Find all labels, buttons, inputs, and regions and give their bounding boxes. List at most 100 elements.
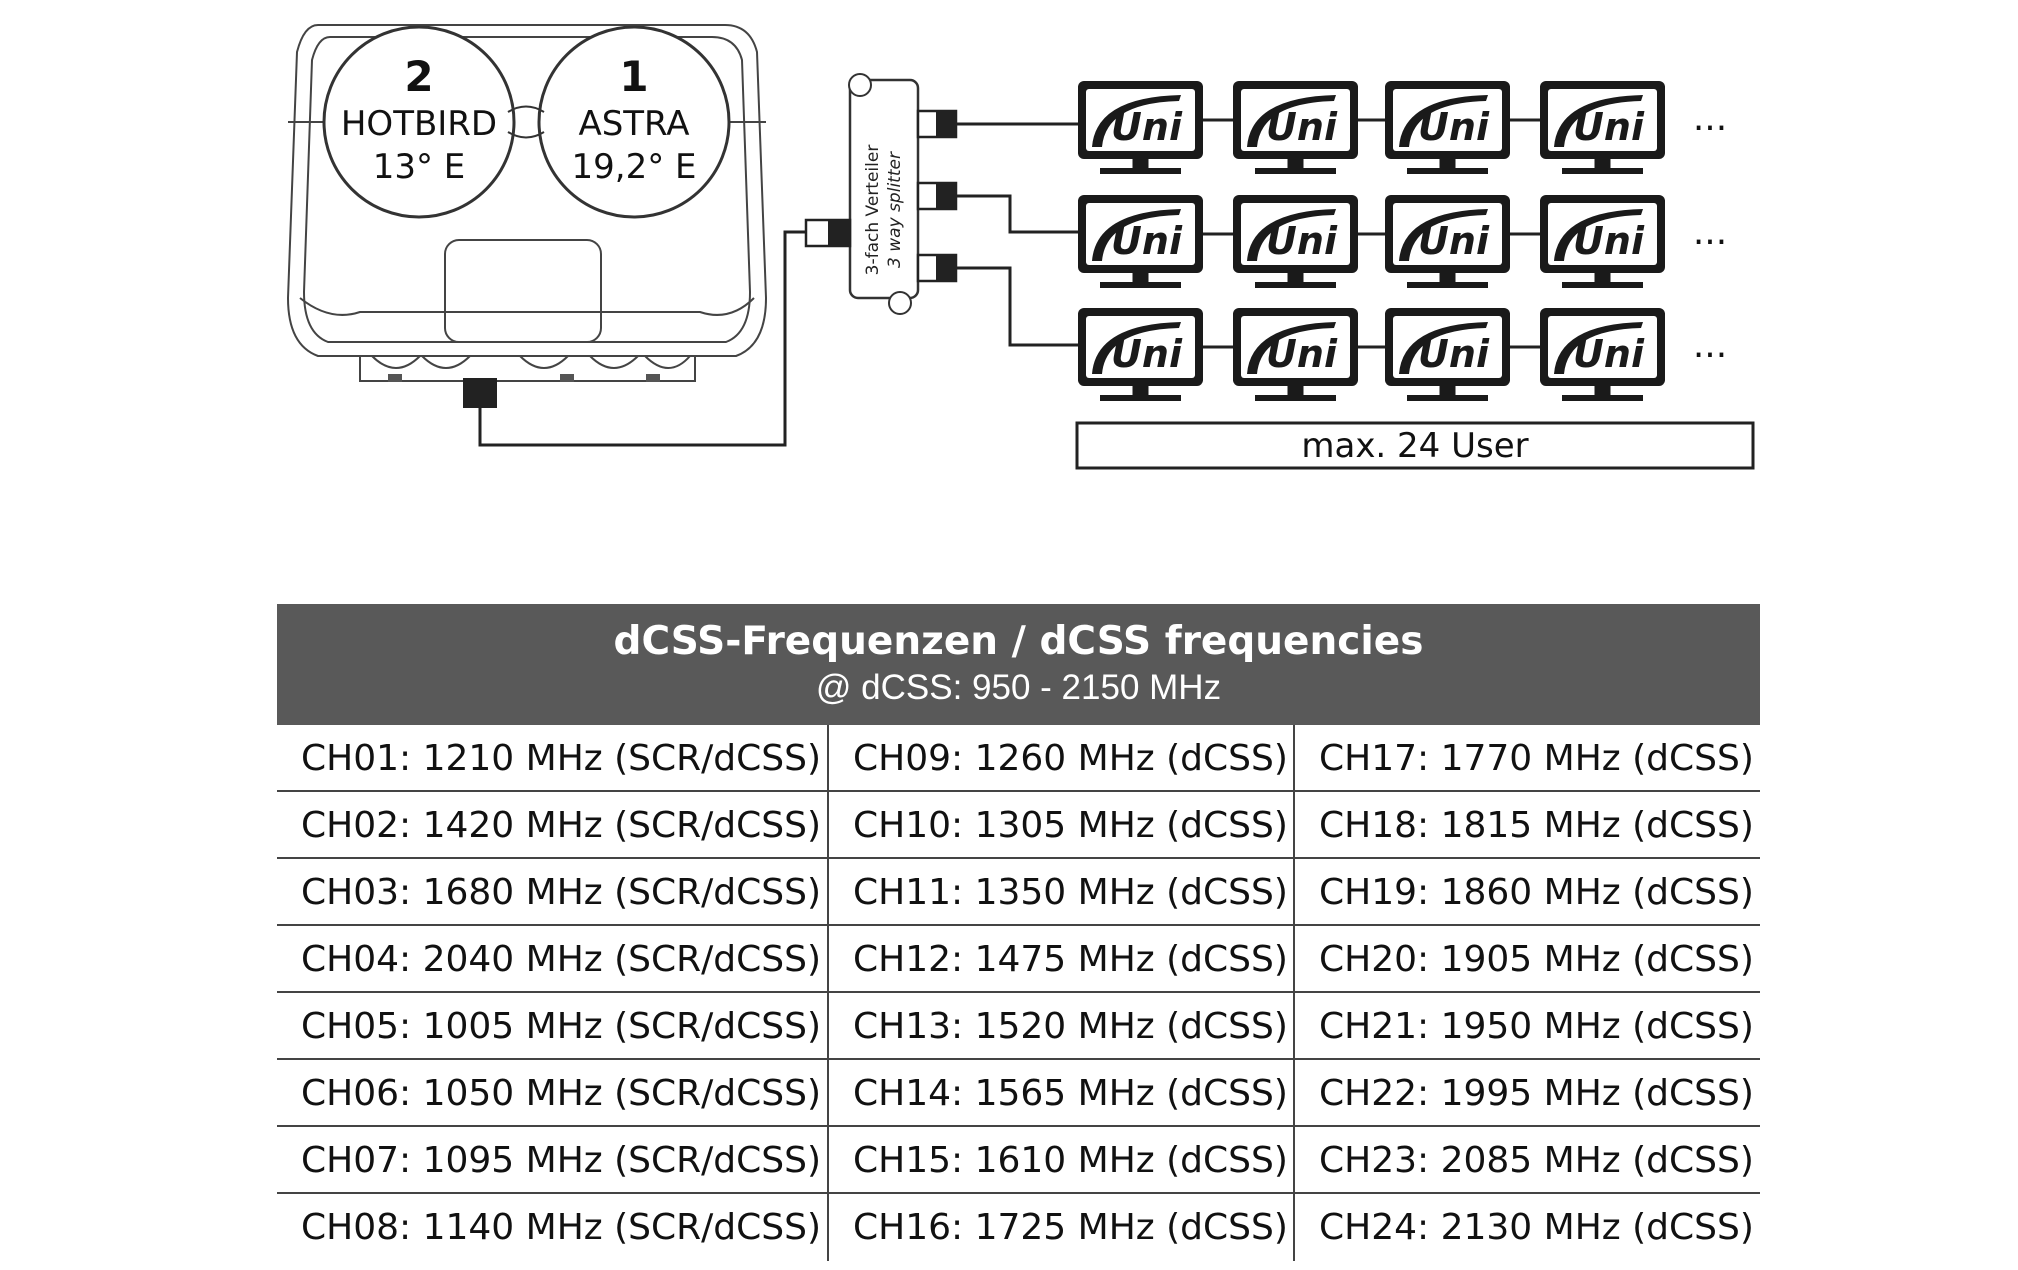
- tv-set: Uni: [1540, 308, 1665, 401]
- tv-screen: [1241, 89, 1350, 151]
- tv-row-cables: [956, 122, 1078, 347]
- tv-stand-base: [1562, 282, 1643, 288]
- tv-logo-text: Uni: [1573, 219, 1645, 263]
- uni-logo-swoosh-icon: [1247, 209, 1336, 261]
- tv-stand: [1594, 273, 1611, 282]
- uni-logo-swoosh-icon: [1247, 95, 1336, 147]
- installation-diagram: 2 HOTBIRD 13° E 1 ASTRA 19,2° E 3-fach V…: [286, 24, 1755, 470]
- lnb-connectors: [388, 374, 660, 408]
- tv-screen: [1393, 89, 1502, 151]
- tv-stand-base: [1562, 395, 1643, 401]
- tv-stand-base: [1407, 168, 1488, 174]
- tv-screen: [1548, 203, 1657, 265]
- tv-set: Uni: [1540, 81, 1665, 174]
- table-cell: CH03: 1680 MHz (SCR/dCSS): [277, 859, 829, 926]
- tv-stand: [1287, 273, 1304, 282]
- sat-left-name: HOTBIRD: [341, 104, 497, 144]
- tv-logo-text: Uni: [1573, 332, 1645, 376]
- table-cell: CH04: 2040 MHz (SCR/dCSS): [277, 926, 829, 993]
- tv-set: Uni: [1078, 195, 1203, 288]
- tv-set: Uni: [1233, 308, 1358, 401]
- table-cell: CH06: 1050 MHz (SCR/dCSS): [277, 1060, 829, 1127]
- table-cell: CH23: 2085 MHz (dCSS): [1295, 1127, 1760, 1194]
- tv-stand: [1132, 159, 1149, 168]
- tv-set: Uni: [1233, 81, 1358, 174]
- splitter-label-en: 3 way splitter: [885, 151, 905, 268]
- tv-stand: [1439, 273, 1456, 282]
- table-cell: CH02: 1420 MHz (SCR/dCSS): [277, 792, 829, 859]
- uni-logo-swoosh-icon: [1399, 322, 1488, 374]
- table-cell: CH14: 1565 MHz (dCSS): [829, 1060, 1295, 1127]
- tv-logo-text: Uni: [1573, 105, 1645, 149]
- tv-screen: [1393, 203, 1502, 265]
- table-cell: CH21: 1950 MHz (dCSS): [1295, 993, 1760, 1060]
- uni-logo-swoosh-icon: [1092, 322, 1181, 374]
- max-users-box: [1075, 421, 1755, 470]
- sat-right-name: ASTRA: [578, 104, 689, 144]
- sat-left-labels: 2 HOTBIRD 13° E: [341, 52, 497, 187]
- lnb-housing: [286, 24, 768, 382]
- main-cable: [478, 230, 812, 447]
- table-cell: CH08: 1140 MHz (SCR/dCSS): [277, 1194, 829, 1261]
- tv-logo-text: Uni: [1266, 332, 1338, 376]
- table-cell: CH16: 1725 MHz (dCSS): [829, 1194, 1295, 1261]
- uni-logo-swoosh-icon: [1554, 95, 1643, 147]
- frequency-table: dCSS-Frequenzen / dCSS frequencies @ dCS…: [277, 604, 1760, 1261]
- table-cell: CH11: 1350 MHz (dCSS): [829, 859, 1295, 926]
- uni-logo-swoosh-icon: [1092, 209, 1181, 261]
- table-cell: CH01: 1210 MHz (SCR/dCSS): [277, 725, 829, 792]
- tv-stand-base: [1255, 282, 1336, 288]
- tv-stand: [1439, 159, 1456, 168]
- uni-logo-swoosh-icon: [1092, 95, 1181, 147]
- table-cell: CH24: 2130 MHz (dCSS): [1319, 1207, 1754, 1248]
- table-cell: CH10: 1305 MHz (dCSS): [829, 792, 1295, 859]
- uni-logo-swoosh-icon: [1399, 209, 1488, 261]
- tv-screen: [1241, 203, 1350, 265]
- tv-set: Uni: [1385, 195, 1510, 288]
- table-cell: CH05: 1005 MHz (SCR/dCSS): [277, 993, 829, 1060]
- tv-logo-text: Uni: [1418, 219, 1490, 263]
- table-subtitle: @ dCSS: 950 - 2150 MHz: [815, 668, 1222, 707]
- uni-logo-swoosh-icon: [1554, 322, 1643, 374]
- tv-screen: [1548, 89, 1657, 151]
- tv-set: Uni: [1385, 81, 1510, 174]
- table-body: CH01: 1210 MHz (SCR/dCSS)CH09: 1260 MHz …: [277, 725, 1760, 1261]
- table-cell: CH07: 1095 MHz (SCR/dCSS): [277, 1127, 829, 1194]
- tv-logo-text: Uni: [1111, 332, 1183, 376]
- more-tvs-ellipsis: ...: [1693, 98, 1727, 139]
- more-tvs-ellipsis: ...: [1693, 212, 1727, 253]
- sat-right-labels: 1 ASTRA 19,2° E: [572, 52, 697, 187]
- tv-stand-base: [1255, 168, 1336, 174]
- tv-stand: [1287, 386, 1304, 395]
- splitter: 3-fach Verteiler 3 way splitter: [804, 73, 958, 315]
- sat-left-position: 13° E: [373, 147, 466, 187]
- table-cell: CH19: 1860 MHz (dCSS): [1295, 859, 1760, 926]
- tv-screen: [1086, 89, 1195, 151]
- tv-stand-base: [1407, 282, 1488, 288]
- tv-stand-base: [1100, 395, 1181, 401]
- table-cell: CH09: 1260 MHz (dCSS): [829, 725, 1295, 792]
- tv-stand: [1132, 273, 1149, 282]
- sat-right-number: 1: [619, 52, 648, 101]
- tv-logo-text: Uni: [1418, 332, 1490, 376]
- tv-stand-base: [1562, 168, 1643, 174]
- tv-screen: [1086, 203, 1195, 265]
- tv-stand-base: [1255, 395, 1336, 401]
- tv-stand-base: [1100, 282, 1181, 288]
- tv-stand-base: [1100, 168, 1181, 174]
- tv-screen: [1086, 316, 1195, 378]
- tv-logo-text: Uni: [1266, 105, 1338, 149]
- tv-logo-text: Uni: [1111, 105, 1183, 149]
- tv-set: Uni: [1078, 308, 1203, 401]
- tv-set: Uni: [1078, 81, 1203, 174]
- table-cell: CH13: 1520 MHz (dCSS): [829, 993, 1295, 1060]
- uni-logo-swoosh-icon: [1247, 322, 1336, 374]
- sat-right-position: 19,2° E: [572, 147, 697, 187]
- table-cell: CH22: 1995 MHz (dCSS): [1295, 1060, 1760, 1127]
- uni-logo-swoosh-icon: [1554, 209, 1643, 261]
- splitter-label-de: 3-fach Verteiler: [863, 145, 883, 276]
- tv-set: Uni: [1233, 195, 1358, 288]
- tv-stand: [1594, 159, 1611, 168]
- table-title: dCSS-Frequenzen / dCSS frequencies: [613, 619, 1424, 664]
- tv-logo-text: Uni: [1266, 219, 1338, 263]
